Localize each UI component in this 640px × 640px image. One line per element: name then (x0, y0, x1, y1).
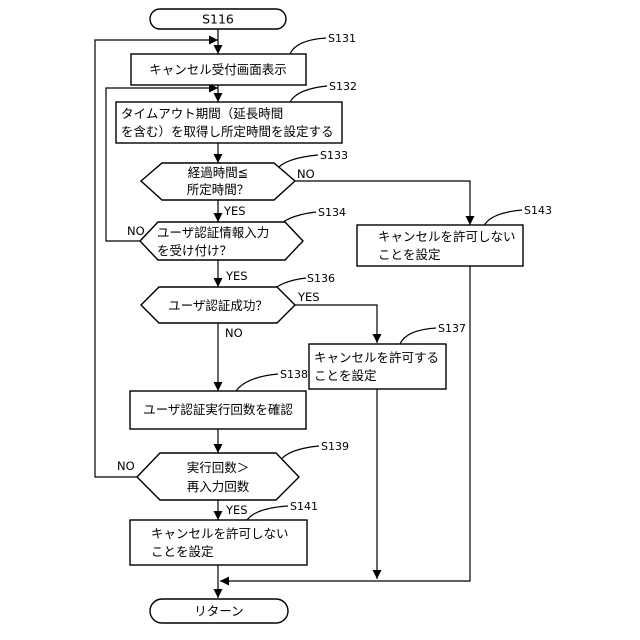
s139-step-id: S139 (321, 440, 349, 453)
step-s143: キャンセルを許可しない ことを設定 S143 (357, 204, 552, 266)
s138-step-id: S138 (280, 368, 308, 381)
s139-yes-label: YES (225, 503, 248, 517)
s141-line2: ことを設定 (151, 544, 214, 559)
leader-s143 (484, 210, 522, 226)
leader-s139 (279, 446, 319, 462)
s137-line2: ことを設定 (314, 368, 377, 383)
s143-line2: ことを設定 (378, 247, 441, 262)
s143-step-id: S143 (524, 204, 552, 217)
s133-no-label: NO (297, 167, 315, 181)
s131-step-id: S131 (328, 32, 356, 45)
s136-no-label: NO (225, 326, 243, 340)
leader-s131 (290, 38, 326, 54)
s133-step-id: S133 (320, 149, 348, 162)
s139-line1: 実行回数＞ (187, 460, 250, 475)
leader-s132 (290, 86, 327, 102)
s141-step-id: S141 (290, 500, 318, 513)
s132-step-id: S132 (329, 80, 357, 93)
step-s137: キャンセルを許可する ことを設定 S137 (309, 322, 466, 389)
start-label: S116 (202, 12, 234, 27)
step-s138: ユーザ認証実行回数を確認 S138 (130, 368, 308, 429)
leader-s138 (236, 374, 278, 391)
leader-s141 (247, 506, 288, 520)
step-s132: タイムアウト期間（延長時間 を含む）を取得し所定時間を設定する S132 (116, 80, 357, 143)
s134-line1: ユーザ認証情報入力 (157, 225, 269, 240)
step-s133: 経過時間≦ 所定時間？ S133 NO YES (141, 149, 348, 218)
s132-line1: タイムアウト期間（延長時間 (121, 106, 283, 121)
s133-yes-label: YES (223, 204, 246, 218)
s132-line2: を含む）を取得し所定時間を設定する (121, 124, 334, 139)
s139-no-label: NO (117, 459, 135, 473)
s134-yes-label: YES (225, 269, 248, 283)
s138-text: ユーザ認証実行回数を確認 (143, 402, 293, 417)
s136-text: ユーザ認証成功？ (168, 298, 268, 313)
step-s141: キャンセルを許可しない ことを設定 S141 (130, 500, 318, 565)
s137-line1: キャンセルを許可する (314, 350, 439, 365)
s136-step-id: S136 (307, 272, 335, 285)
arrow-s136-yes (295, 305, 377, 343)
s137-step-id: S137 (438, 322, 466, 335)
s136-yes-label: YES (297, 290, 320, 304)
s134-step-id: S134 (318, 206, 346, 219)
s133-line2: 所定時間？ (187, 182, 250, 197)
s133-line1: 経過時間≦ (188, 165, 248, 180)
start-terminal: S116 (150, 9, 286, 29)
leader-s137 (400, 328, 436, 344)
end-label: リターン (194, 604, 243, 619)
s131-text: キャンセル受付画面表示 (149, 62, 287, 77)
s139-line2: 再入力回数 (187, 479, 250, 494)
s134-line2: を受け付け？ (157, 243, 232, 258)
end-terminal: リターン (150, 599, 288, 623)
s134-no-label: NO (127, 224, 145, 238)
s141-line1: キャンセルを許可しない (151, 526, 289, 541)
s143-line1: キャンセルを許可しない (378, 229, 516, 244)
